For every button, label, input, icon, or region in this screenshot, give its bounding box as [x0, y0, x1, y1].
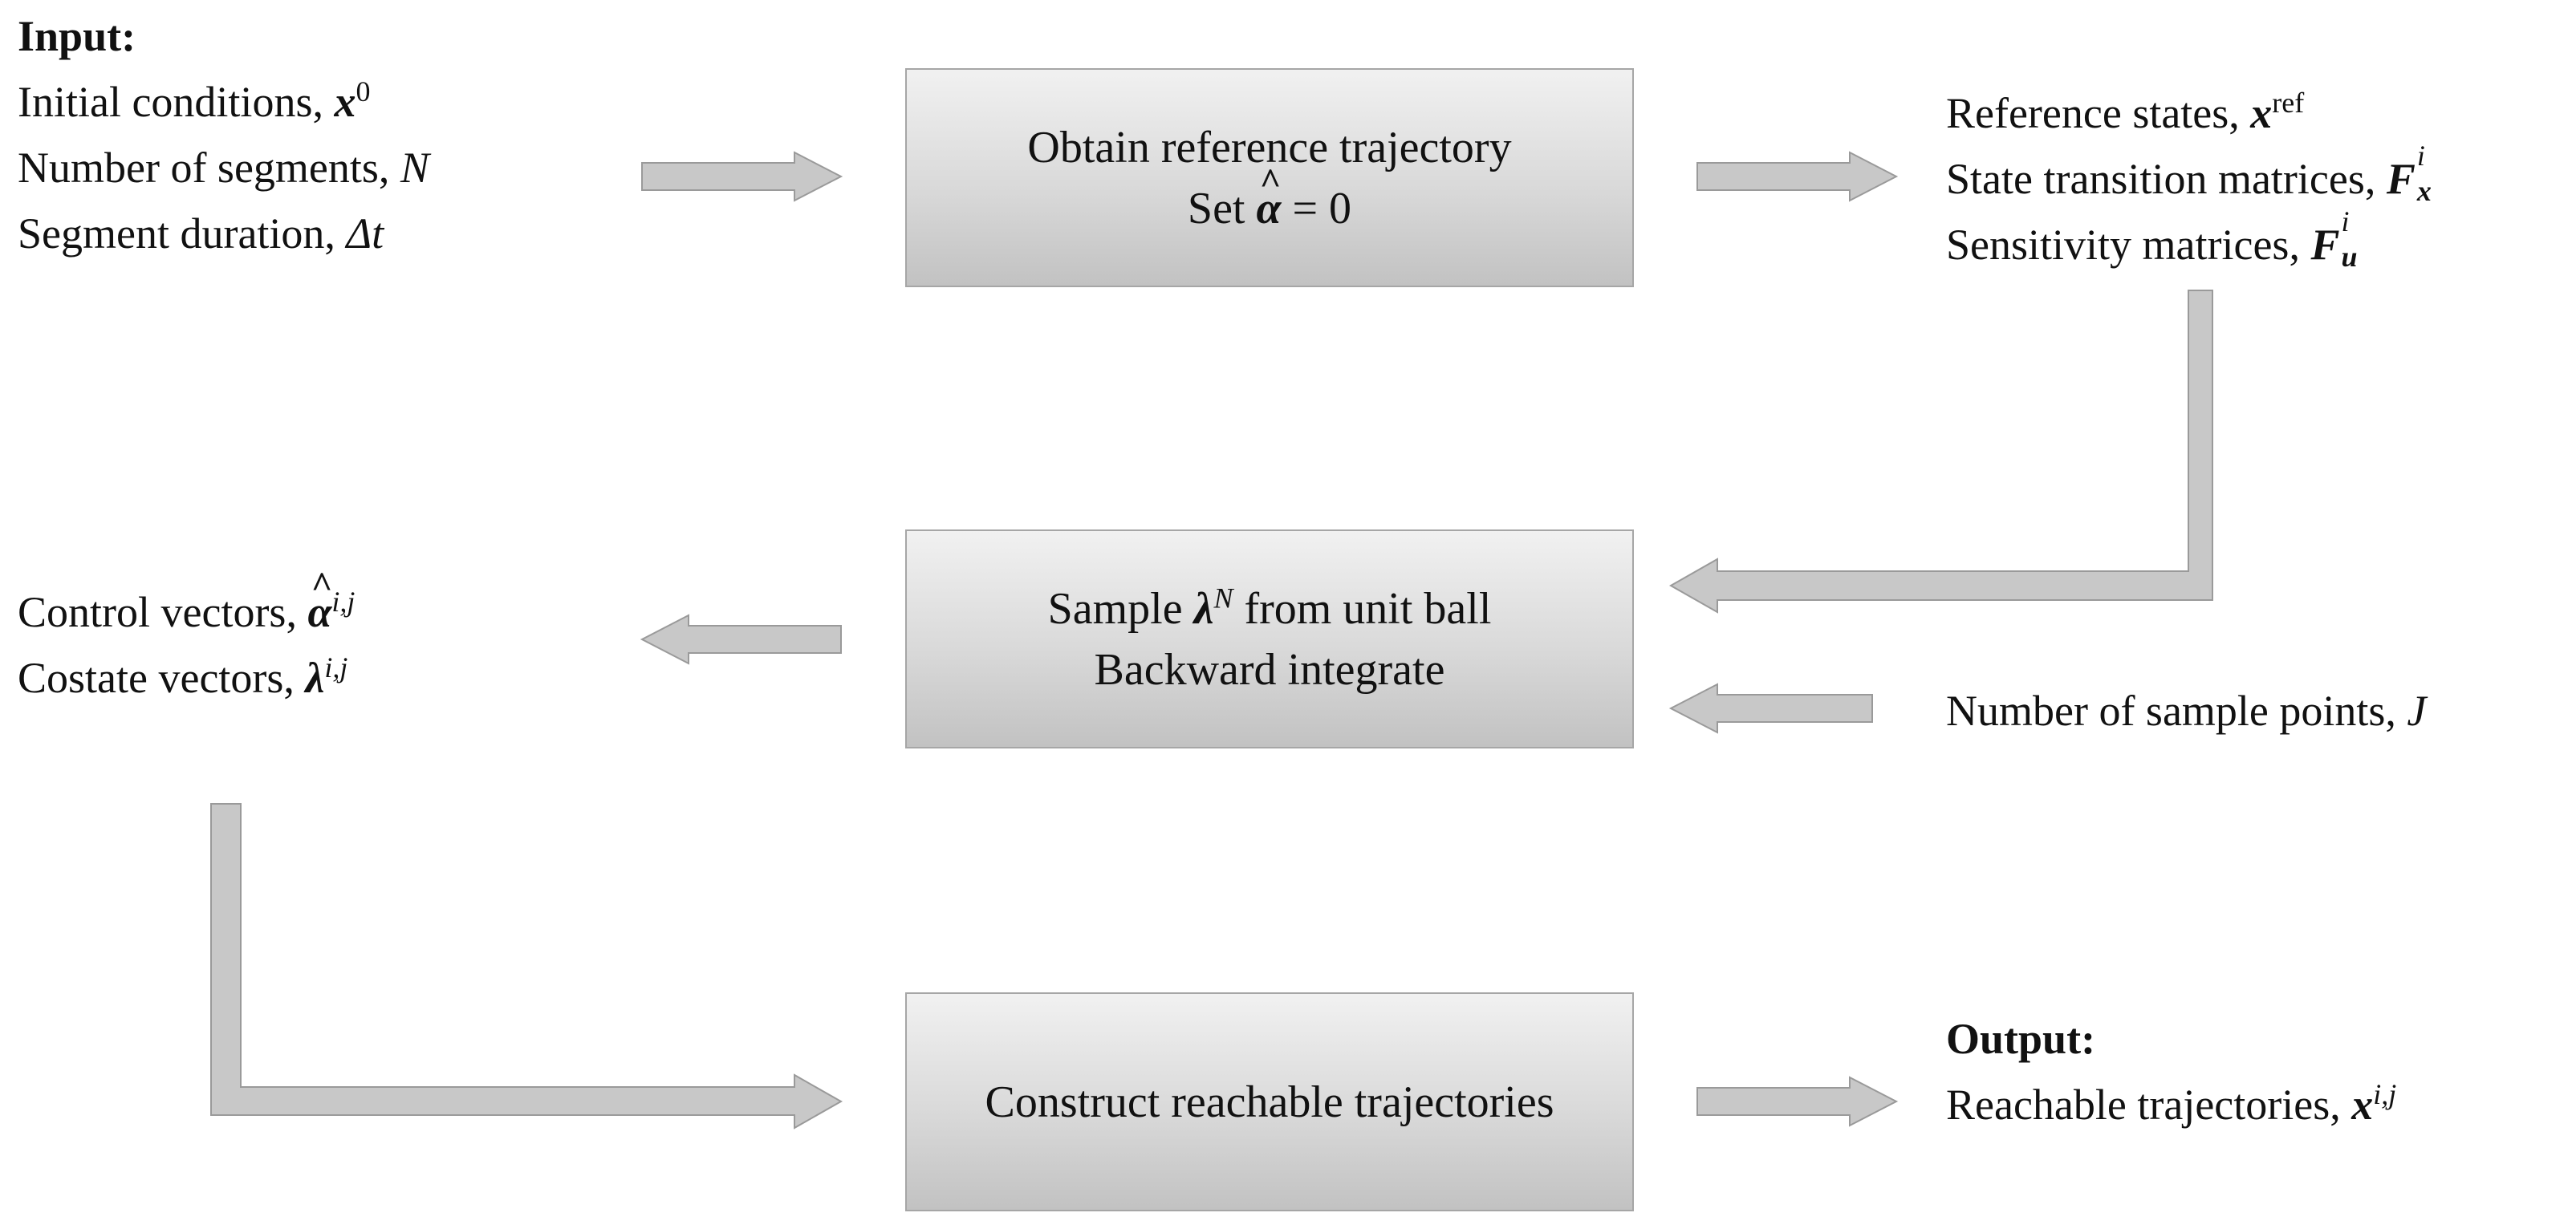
reference-outputs-block: Reference states, xref State transition … — [1946, 80, 2443, 278]
input-initial-conditions-label: Initial conditions, — [18, 78, 335, 126]
sample-box-line2: Backward integrate — [1094, 644, 1445, 695]
reference-states: Reference states, xref — [1946, 80, 2443, 146]
symbol-n: N — [400, 144, 429, 192]
symbol-j: J — [2407, 687, 2427, 735]
construct-box-label: Construct reachable trajectories — [985, 1077, 1554, 1127]
control-vectors: Control vectors, αi,j — [18, 552, 356, 645]
sensitivity-matrices-label: Sensitivity matrices, — [1946, 221, 2311, 269]
sample-box-unit-ball-label: from unit ball — [1233, 583, 1492, 634]
output-heading: Output: — [1946, 1015, 2096, 1063]
superscript-ij: i,j — [331, 586, 356, 618]
superscript-zero: 0 — [356, 75, 371, 107]
arrow-vectors-to-construct — [210, 803, 843, 1130]
construct-box: Construct reachable trajectories — [905, 992, 1634, 1211]
control-vectors-label: Control vectors, — [18, 588, 308, 636]
arrow-construct-to-output — [1696, 1076, 1899, 1127]
superscript-i: i — [2341, 205, 2350, 237]
subscript-u: u — [2341, 241, 2358, 273]
number-of-sample-points: Number of sample points, J — [1946, 678, 2426, 744]
number-of-sample-points-label: Number of sample points, — [1946, 687, 2407, 735]
input-heading: Input: — [18, 12, 136, 60]
symbol-lambda: λ — [305, 654, 325, 702]
arrow-input-to-reference — [641, 151, 843, 202]
arrow-samplepoints-to-sample — [1668, 683, 1873, 734]
reachable-trajectories-label: Reachable trajectories, — [1946, 1081, 2352, 1129]
input-initial-conditions: Initial conditions, x0 — [18, 69, 429, 135]
superscript-i: i — [2416, 140, 2425, 172]
sample-box-sample-label: Sample — [1047, 583, 1194, 634]
output-block: Output: Reachable trajectories, xi,j — [1946, 1006, 2396, 1138]
reference-box-set-label: Set — [1187, 183, 1257, 233]
arrow-sample-to-vectors — [640, 614, 842, 665]
state-transition-matrices-label: State transition matrices, — [1946, 155, 2387, 203]
input-segment-duration-label: Segment duration, — [18, 209, 347, 258]
symbol-alpha-hat: α — [307, 552, 331, 645]
sample-box: Sample λN from unit ball Backward integr… — [905, 529, 1634, 748]
subscript-x: x — [2416, 175, 2432, 207]
symbol-delta-t: Δt — [346, 209, 384, 258]
arrow-reference-to-outputs — [1696, 151, 1899, 202]
reference-box-equals-zero: = 0 — [1281, 183, 1352, 233]
reference-box-line2: Set α = 0 — [1187, 151, 1352, 239]
symbol-alpha-hat: α — [1256, 151, 1281, 239]
vectors-block: Control vectors, αi,j Costate vectors, λ… — [18, 552, 356, 711]
symbol-f-u: F — [2310, 221, 2340, 269]
sample-points-block: Number of sample points, J — [1946, 678, 2426, 744]
superscript-ij: i,j — [2373, 1078, 2397, 1110]
symbol-x: x — [334, 78, 356, 126]
input-number-of-segments-label: Number of segments, — [18, 144, 400, 192]
input-block: Input: Initial conditions, x0 Number of … — [18, 3, 429, 266]
reference-trajectory-box: Obtain reference trajectory Set α = 0 — [905, 68, 1634, 287]
input-segment-duration: Segment duration, Δt — [18, 201, 429, 266]
superscript-ref: ref — [2272, 87, 2305, 119]
symbol-x-ref: x — [2250, 89, 2273, 137]
symbol-x: x — [2351, 1081, 2374, 1129]
sample-box-line1: Sample λN from unit ball — [1048, 578, 1492, 639]
symbol-lambda: λ — [1193, 583, 1214, 634]
reachable-trajectories: Reachable trajectories, xi,j — [1946, 1072, 2396, 1138]
superscript-ij: i,j — [324, 651, 348, 683]
superscript-n: N — [1213, 581, 1233, 614]
arrow-outputs-to-sample — [1668, 290, 2213, 614]
symbol-f-x: F — [2386, 155, 2416, 203]
input-number-of-segments: Number of segments, N — [18, 135, 429, 201]
costate-vectors-label: Costate vectors, — [18, 654, 306, 702]
reference-states-label: Reference states, — [1946, 89, 2251, 137]
costate-vectors: Costate vectors, λi,j — [18, 645, 355, 711]
